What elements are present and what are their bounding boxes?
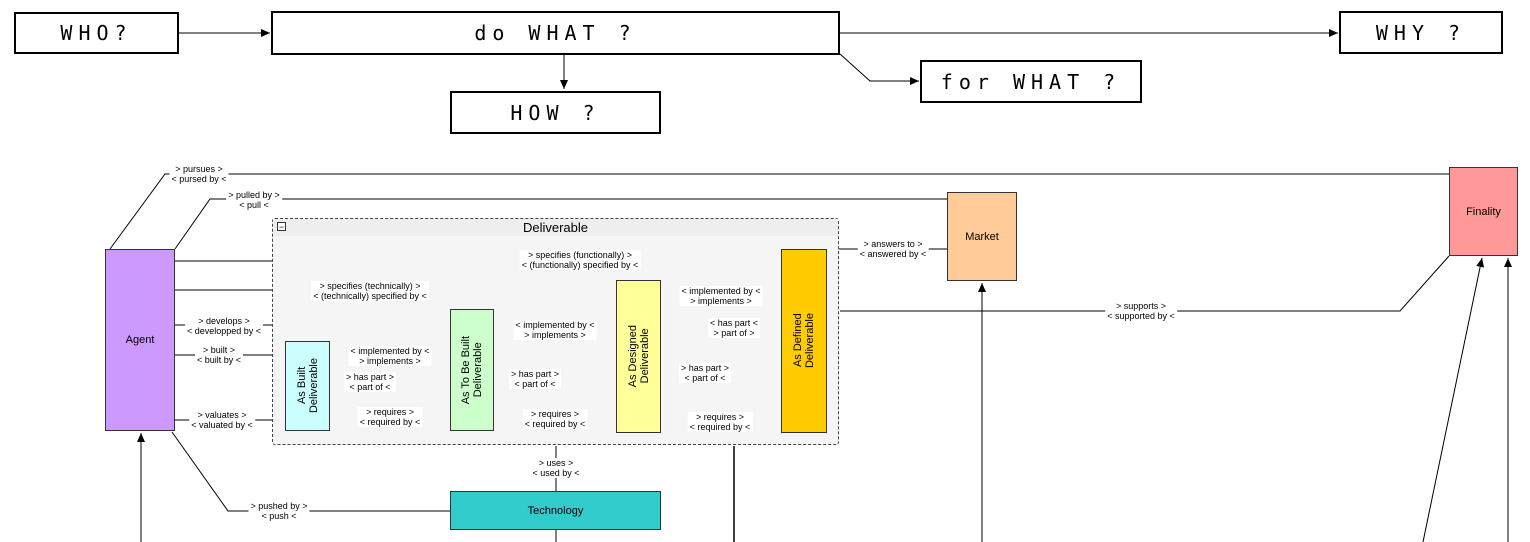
deliverable-group-title: Deliverable	[273, 219, 838, 236]
as-defined-deliverable-node[interactable]: As Defined Deliverable	[781, 249, 827, 433]
edge-agent-finality-pursues	[109, 173, 1449, 250]
edge-label-requires-tobebuilt: > requires > < required by <	[522, 409, 588, 429]
edge-label-answers-to: > answers to > < answered by <	[857, 239, 929, 259]
edge-label-requires-built: > requires > < required by <	[357, 407, 423, 427]
agent-label: Agent	[125, 334, 155, 346]
do-what-box: do WHAT ?	[271, 11, 840, 55]
edge-label-requires-designed: > requires > < required by <	[687, 412, 753, 432]
edge-label-valuates: > valuates > < valuated by <	[189, 410, 255, 430]
edge-label-haspart-defined: < has part < > part of >	[707, 318, 761, 338]
as-to-be-built-deliverable-node[interactable]: As To Be Built Deliverable	[450, 309, 494, 431]
as-built-label: As Built Deliverable	[295, 358, 320, 414]
edge-label-specifies-functionally: > specifies (functionally) > < (function…	[519, 250, 641, 270]
market-node[interactable]: Market	[947, 192, 1017, 281]
edge-label-haspart-designed: > has part > < part of <	[678, 363, 732, 383]
who-box: WHO?	[14, 12, 179, 54]
market-label: Market	[965, 230, 999, 243]
edge-defined-finality-supports	[840, 255, 1450, 312]
edge-agent-market-pulled	[174, 198, 947, 250]
as-designed-label: As Designed Deliverable	[626, 325, 651, 388]
finality-node[interactable]: Finality	[1449, 167, 1518, 256]
as-designed-deliverable-node[interactable]: As Designed Deliverable	[616, 280, 661, 433]
edge-label-develops: > develops > < developped by <	[184, 316, 264, 336]
edge-label-haspart-built: > has part > < part of <	[343, 372, 397, 392]
edge-label-uses: > uses > < used by <	[530, 458, 582, 478]
as-defined-label: As Defined Deliverable	[792, 313, 816, 369]
edge-label-built: > built > < built by <	[194, 345, 244, 365]
technology-node[interactable]: Technology	[450, 491, 661, 530]
as-built-deliverable-node[interactable]: As Built Deliverable	[285, 341, 330, 431]
edge-label-impl-designed-tobebuilt: < implemented by < > implements >	[513, 320, 597, 340]
agent-node[interactable]: Agent	[105, 249, 175, 431]
edge-label-pulled-by: > pulled by > < pull <	[226, 190, 282, 210]
edge-label-supports: > supports > < supported by <	[1105, 301, 1177, 321]
as-to-be-built-label: As To Be Built Deliverable	[460, 335, 484, 405]
edge-label-impl-tobebuilt-built: < implemented by < > implements >	[348, 346, 432, 366]
for-what-box: for WHAT ?	[920, 60, 1142, 103]
why-box: WHY ?	[1339, 11, 1503, 54]
edge-dowhat-forwhat	[839, 53, 919, 85]
how-box: HOW ?	[450, 91, 661, 134]
edge-label-impl-defined-designed: < implemented by < > implements >	[679, 286, 763, 306]
edge-up-finality-a	[1422, 257, 1485, 542]
edge-label-specifies-technically: > specifies (technically) > < (technical…	[311, 281, 429, 301]
edge-label-pushed-by: > pushed by > < push <	[248, 501, 310, 521]
collapse-icon[interactable]: −	[277, 222, 286, 232]
technology-label: Technology	[527, 504, 584, 517]
edge-label-pursues: > pursues > < pursed by <	[169, 164, 229, 184]
finality-label: Finality	[1466, 205, 1501, 218]
edge-label-haspart-tobebuilt: > has part > < part of <	[508, 369, 562, 389]
edge-agent-technology-pushed	[171, 431, 450, 512]
